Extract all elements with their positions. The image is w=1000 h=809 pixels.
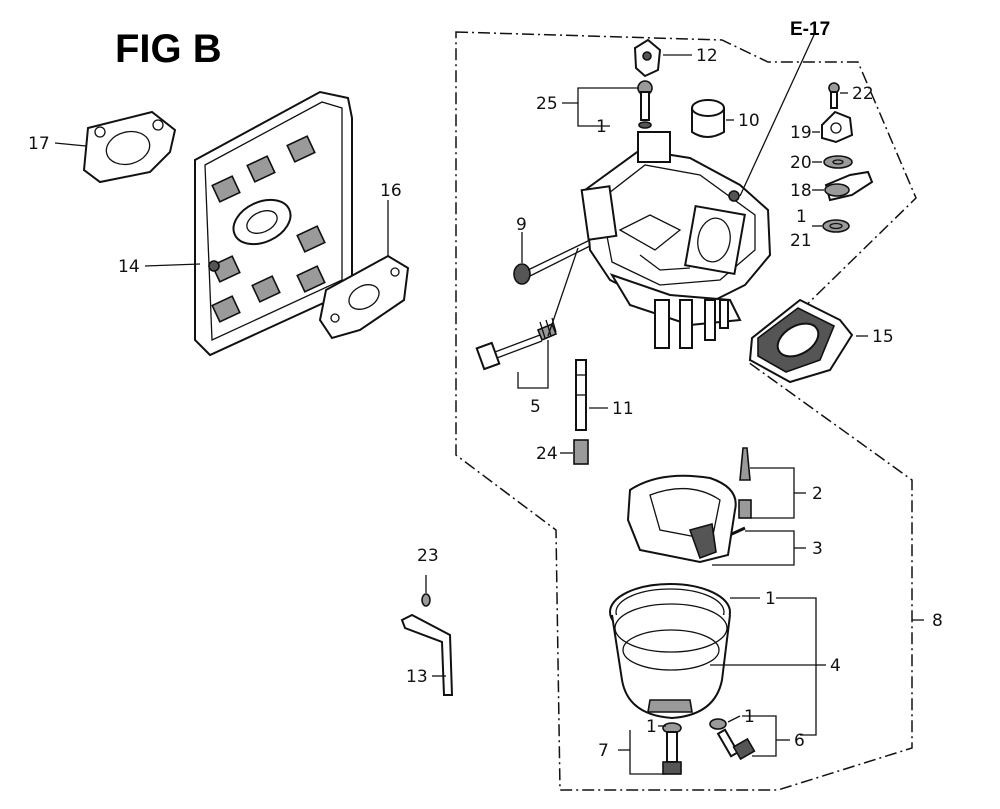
callout-16: 16 [380,181,402,201]
screw-25 [637,80,653,129]
carburetor-assembly-boundary [455,31,917,791]
main-jet-24 [573,439,589,465]
callout-24: 24 [536,444,558,464]
callout-17: 17 [28,134,50,154]
callout-7: 7 [598,741,609,761]
callout-15: 15 [872,327,894,347]
reference-label: E-17 [790,19,830,40]
clip-12 [633,38,662,78]
gasket-17 [82,110,177,184]
callout-3: 3 [812,539,823,559]
jet-tube-11 [575,359,587,431]
callout-8: 8 [932,611,943,631]
callout-1-bowl: 1 [765,589,776,609]
callout-9: 9 [516,215,527,235]
callout-21: 21 [790,231,812,251]
bolt-6 [709,718,756,761]
float-needle-2 [738,447,752,519]
gasket-15 [748,298,854,384]
callout-20: 20 [790,153,812,173]
screw-9 [513,239,591,285]
callout-22: 22 [852,84,874,104]
cap-10 [691,99,725,138]
callout-14: 14 [118,257,140,277]
clip-23 [421,593,431,607]
lever-13 [400,613,454,696]
callout-13: 13 [406,667,428,687]
washer-20 [823,155,853,169]
callout-1-bolt-right: 1 [744,707,755,727]
callout-23: 23 [417,546,439,566]
callout-12: 12 [696,46,718,66]
pilot-screw-5 [475,317,558,371]
callout-5: 5 [530,397,541,417]
holder-18 [824,170,874,202]
float-chamber-4 [611,603,731,720]
callout-10: 10 [738,111,760,131]
float [626,474,737,564]
callout-1-top: 1 [596,117,607,137]
callout-11: 11 [612,399,634,419]
callout-19: 19 [790,123,812,143]
carburetor-body [580,131,772,349]
drain-screw-7 [662,722,682,775]
insulator-plate-14 [194,90,353,357]
callout-1-right: 1 [796,207,807,227]
callout-25: 25 [536,94,558,114]
leader-lines [54,34,924,775]
callout-1-bolt-left: 1 [646,717,657,737]
screw-22 [828,82,840,109]
callout-4: 4 [830,656,841,676]
figure-title: FIG B [115,27,222,71]
callout-6: 6 [794,731,805,751]
callout-2: 2 [812,484,823,504]
lever-19 [821,110,854,144]
o-ring-21 [822,219,850,233]
gasket-16 [318,254,410,340]
callout-18: 18 [790,181,812,201]
